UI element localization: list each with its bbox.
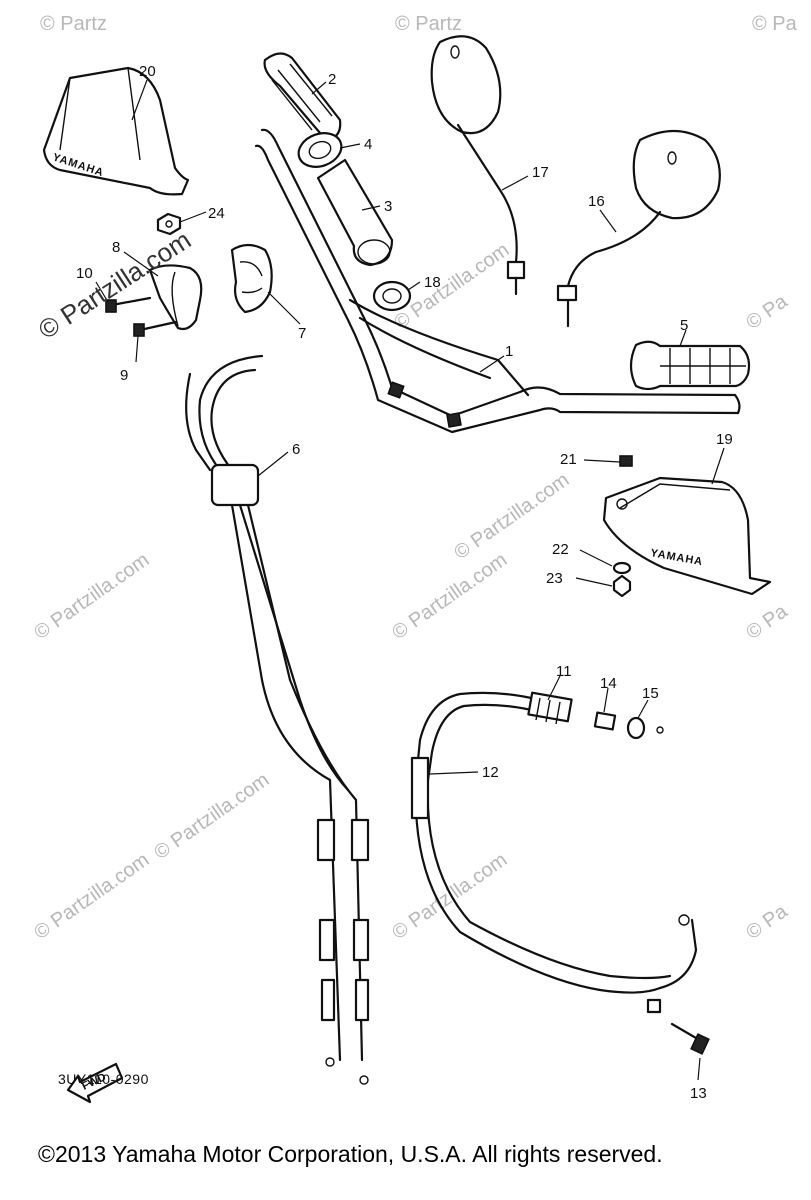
watermark-text: © Partzilla.com [390, 239, 513, 334]
watermark-text: © Pa [742, 290, 792, 334]
watermark-text: © Partzilla.com [30, 849, 153, 944]
callout-3: 3 [384, 198, 392, 215]
part-14-bolt [593, 711, 617, 731]
watermark-text: © Pa [742, 900, 792, 944]
part-13-screw [670, 1022, 710, 1055]
part-1-handlebar [254, 128, 741, 434]
callout-8: 8 [112, 239, 120, 256]
callout-24: 24 [208, 205, 225, 222]
callout-23: 23 [546, 570, 563, 587]
part-11-adjuster [527, 691, 573, 725]
callout-12: 12 [482, 764, 499, 781]
callout-1: 1 [505, 343, 513, 360]
callout-10: 10 [76, 265, 93, 282]
part-8-switch-housing [148, 264, 203, 331]
callout-19: 19 [716, 431, 733, 448]
watermark-text: © Partzilla.com [150, 769, 273, 864]
callout-9: 9 [120, 367, 128, 384]
part-7-throttle-housing [230, 243, 273, 314]
callout-11: 11 [556, 663, 572, 680]
callout-5: 5 [680, 317, 688, 334]
part-23-nut [612, 574, 632, 598]
part-3-throttle-tube [316, 158, 394, 267]
watermark-text: © Pa [742, 600, 792, 644]
part-9-screw [133, 320, 178, 337]
callout-14: 14 [600, 675, 617, 692]
part-10-screw [105, 296, 152, 313]
callout-22: 22 [552, 541, 569, 558]
part-22-washer [612, 561, 632, 575]
part-20-hand-guard-left: YAMAHA [42, 66, 190, 196]
part-12-clutch-cable [410, 691, 698, 1014]
callout-4: 4 [364, 136, 372, 153]
callout-labels: 1 2 3 4 5 6 7 8 9 10 11 12 13 14 15 16 1… [76, 63, 733, 1102]
leader-lines [95, 79, 725, 1081]
part-21-bolt [619, 455, 633, 467]
callout-17: 17 [532, 164, 549, 181]
watermark-text: © Partzilla.com [388, 549, 511, 644]
part-19-hand-guard-right: YAMAHA [602, 476, 772, 596]
diagram-code: 3UY110-0290 [58, 1071, 149, 1087]
callout-13: 13 [690, 1085, 707, 1102]
callout-20: 20 [139, 63, 156, 80]
copyright-notice: ©2013 Yamaha Motor Corporation, U.S.A. A… [38, 1141, 663, 1167]
part-15-nut [626, 716, 664, 740]
callout-7: 7 [298, 325, 306, 342]
callout-21: 21 [560, 451, 577, 468]
part-4-collar [297, 132, 343, 168]
callout-2: 2 [328, 71, 336, 88]
watermark-text: © Partzilla.com [388, 849, 511, 944]
part-17-mirror-left [430, 35, 526, 296]
callout-18: 18 [424, 274, 441, 291]
watermark-text: © Pa [752, 13, 798, 35]
watermark-text: © Partzilla.com [30, 549, 153, 644]
callout-15: 15 [642, 685, 659, 702]
part-5-grip-right [629, 340, 751, 391]
watermark-text: © Partz [395, 13, 462, 35]
watermark-text: © Partz [40, 13, 107, 35]
part-24-nut [156, 212, 182, 236]
part-2-grip [263, 52, 342, 142]
callout-6: 6 [292, 441, 300, 458]
part-6-throttle-cable [185, 354, 370, 1085]
part-18-collar [372, 280, 412, 312]
callout-16: 16 [588, 193, 605, 210]
part-16-mirror-right [556, 130, 721, 328]
